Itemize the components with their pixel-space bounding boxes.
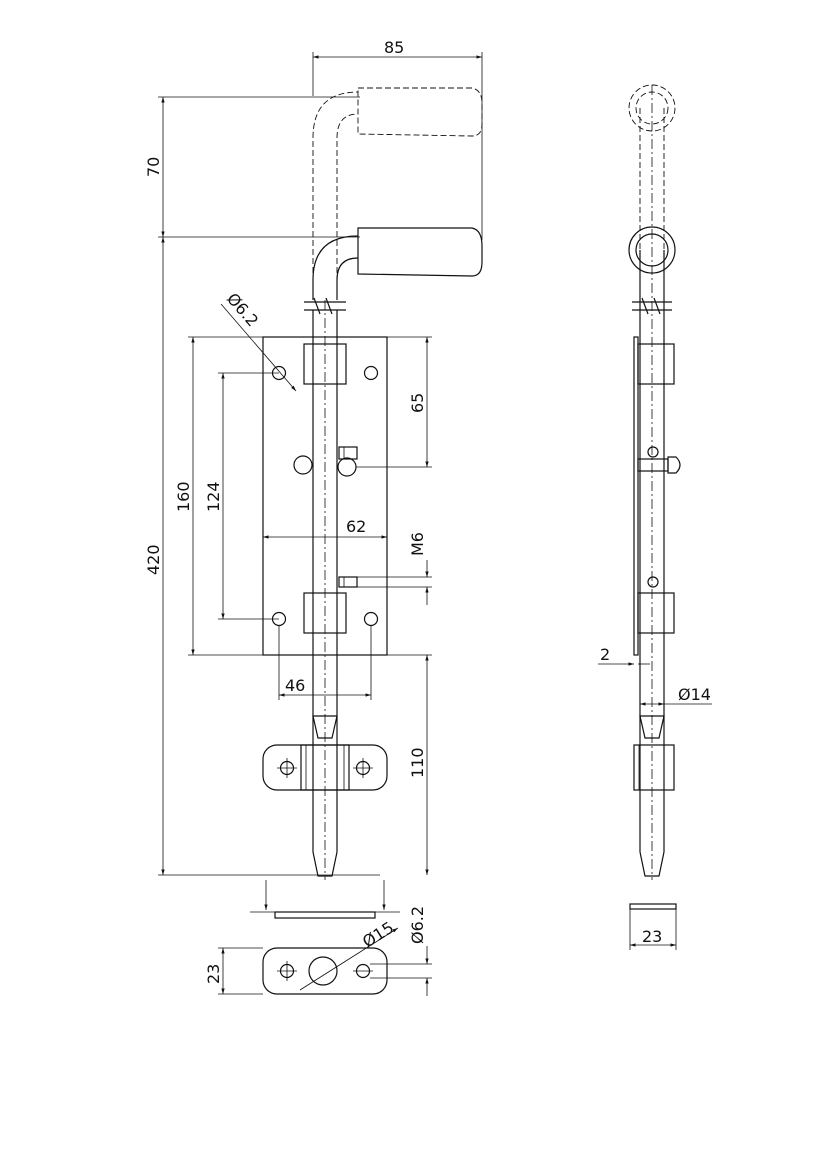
dim-46: 46 xyxy=(285,676,305,695)
dim-phi14: Ø14 xyxy=(678,685,711,704)
dim-110: 110 xyxy=(408,747,427,778)
side-keeper xyxy=(633,744,675,791)
top-guide-block xyxy=(303,343,347,385)
keeper-bracket xyxy=(262,744,388,791)
plate-edge xyxy=(633,336,639,656)
dim-phi62-bottom: Ø6.2 xyxy=(408,906,427,944)
dim-85: 85 xyxy=(384,38,404,57)
dim-420: 420 xyxy=(144,544,163,575)
handle-open-position xyxy=(312,87,483,300)
dim-23-left: 23 xyxy=(204,964,223,984)
dim-23-right: 23 xyxy=(642,927,662,946)
locking-screws xyxy=(338,446,358,588)
bolt-tip xyxy=(312,851,338,877)
dim-62: 62 xyxy=(346,517,366,536)
mounting-holes xyxy=(271,365,379,627)
handle-closed-position xyxy=(312,227,483,300)
front-view xyxy=(262,87,483,880)
bottom-guide-block xyxy=(303,592,347,634)
side-view: 2 Ø14 23 xyxy=(598,84,712,950)
dim-160: 160 xyxy=(174,481,193,512)
dim-124: 124 xyxy=(204,481,223,512)
keeper-detail-view: 23 Ø15 Ø6.2 xyxy=(204,880,432,996)
dim-m6: M6 xyxy=(408,532,427,556)
dim-70: 70 xyxy=(144,157,163,177)
dim-2: 2 xyxy=(600,645,610,664)
keeper-plan xyxy=(262,947,388,995)
rod-stop xyxy=(312,715,338,739)
side-keeper-profile xyxy=(629,903,677,910)
side-screw xyxy=(637,446,681,474)
dim-phi62-top: Ø6.2 xyxy=(223,289,262,330)
dim-65: 65 xyxy=(408,393,427,413)
dim-phi15: Ø15 xyxy=(359,918,397,952)
